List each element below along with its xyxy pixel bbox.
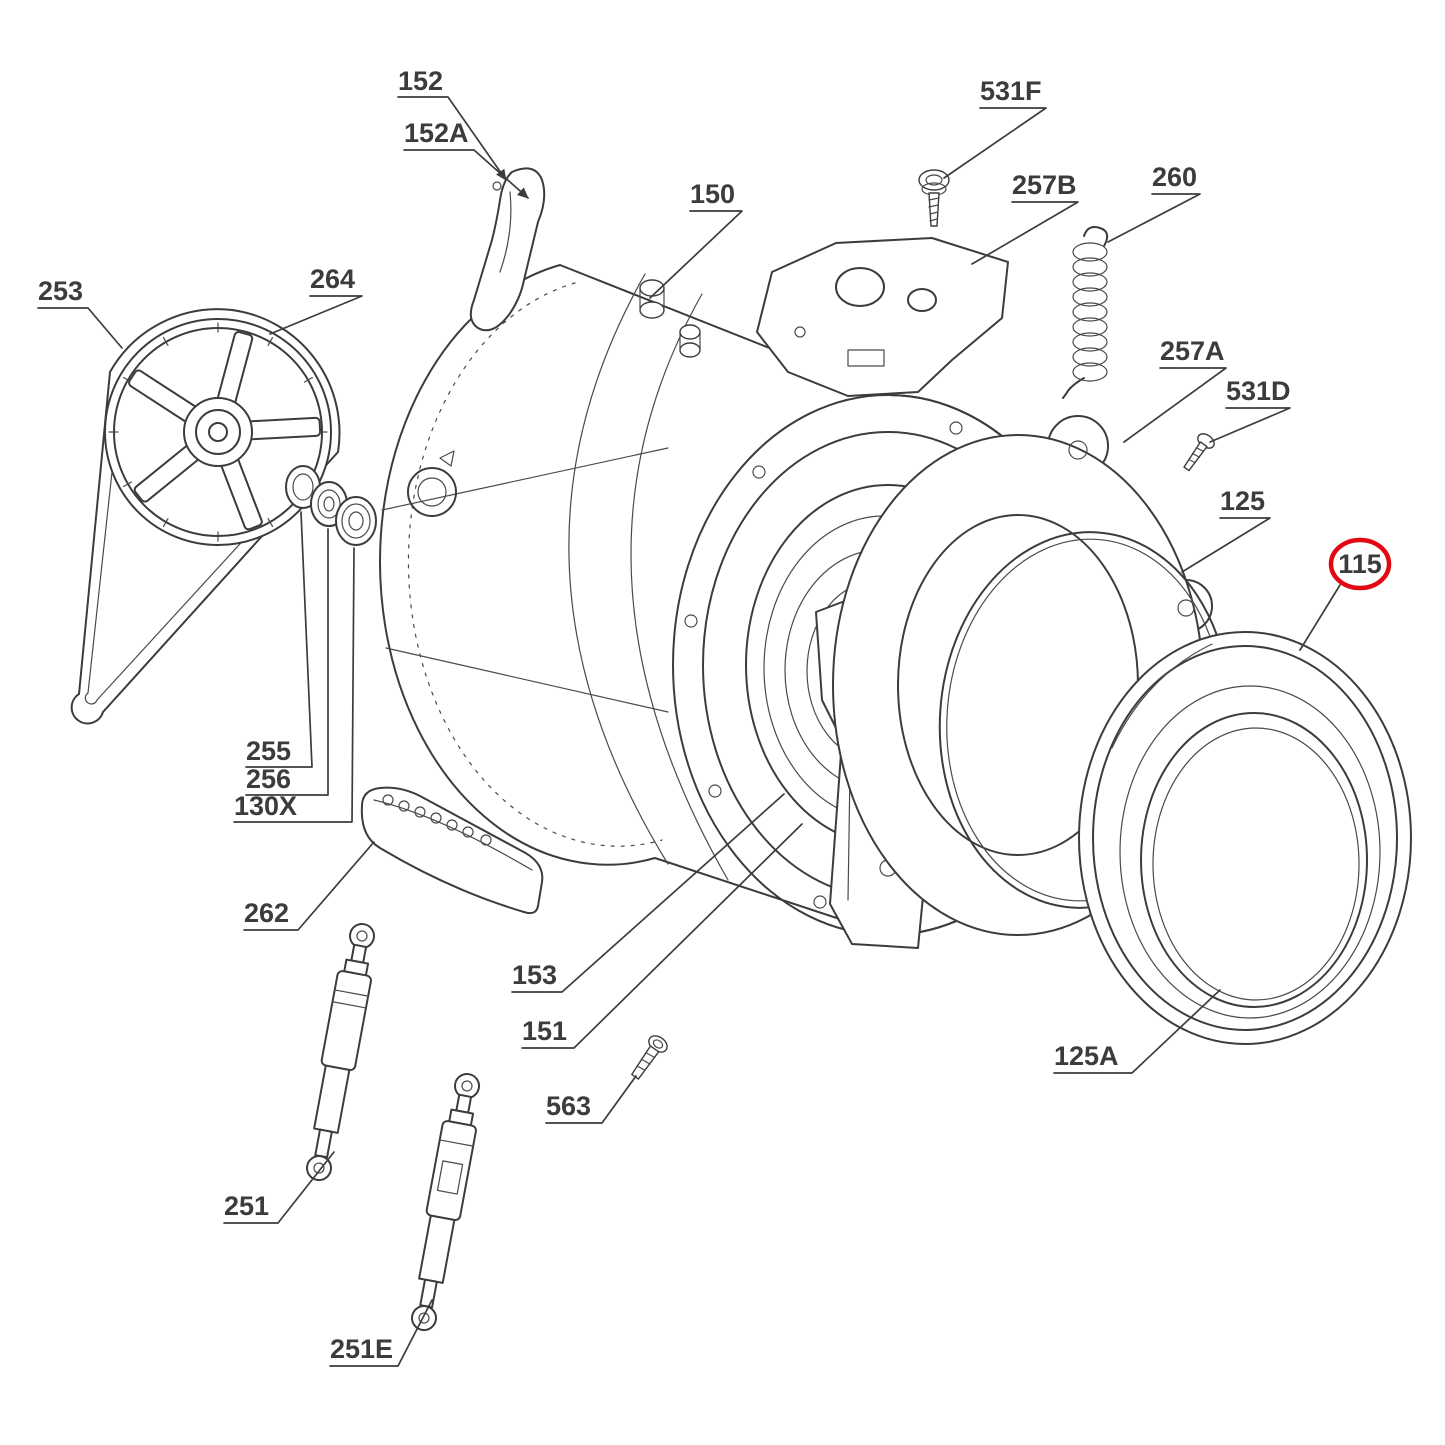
leader-256	[245, 528, 329, 796]
part-label-150: 150	[690, 179, 735, 209]
leader-130X	[233, 547, 355, 823]
leader-255	[245, 511, 313, 768]
leader-531F	[943, 107, 1047, 179]
highlighted-part-115[interactable]: 115	[1328, 537, 1392, 591]
hose-bracket	[469, 167, 546, 332]
door-seal	[1078, 631, 1412, 1045]
part-label-125A: 125A	[1054, 1041, 1119, 1071]
clamp-band-125A	[1119, 685, 1381, 1019]
part-label-255: 255	[246, 736, 291, 766]
leader-260	[1107, 193, 1201, 243]
part-labels: 152 152A 150 531F 257B 260 257A 531D 125…	[38, 66, 1291, 1364]
leader-153	[511, 793, 785, 993]
screw-531D	[1183, 433, 1215, 472]
screw-563	[631, 1035, 668, 1080]
leader-150	[649, 210, 743, 299]
top-counterweight-plate	[756, 237, 1009, 397]
highlight-circle	[1328, 537, 1392, 591]
leader-531D	[1209, 407, 1291, 443]
leader-151	[521, 823, 803, 1049]
part-label-531F: 531F	[980, 76, 1042, 106]
leader-lines	[37, 96, 1341, 1367]
part-label-151: 151	[522, 1016, 567, 1046]
leader-264	[269, 295, 363, 335]
part-label-152: 152	[398, 66, 443, 96]
shock-absorber-251	[305, 923, 375, 1182]
bracket-clip-152A	[492, 181, 502, 191]
part-label-257B: 257B	[1012, 170, 1077, 200]
part-label-253: 253	[38, 276, 83, 306]
part-label-257A: 257A	[1160, 336, 1225, 366]
part-label-262: 262	[244, 898, 289, 928]
part-label-563: 563	[546, 1091, 591, 1121]
tub-top-boss	[639, 279, 701, 358]
leader-257B	[971, 201, 1079, 265]
part-label-125: 125	[1220, 486, 1265, 516]
part-label-251: 251	[224, 1191, 269, 1221]
part-label-260: 260	[1152, 162, 1197, 192]
leader-563	[545, 1075, 637, 1124]
bearing-seal-rings	[285, 465, 377, 546]
leader-251E	[329, 1299, 433, 1367]
leader-125	[1181, 517, 1271, 573]
part-label-130X: 130X	[234, 791, 297, 821]
leader-115	[1299, 584, 1341, 651]
part-label-153: 153	[512, 960, 557, 990]
pulley-wheel	[104, 318, 332, 546]
suspension-spring	[1062, 226, 1109, 399]
shock-absorber-251E	[410, 1073, 480, 1332]
leader-257A	[1123, 367, 1227, 443]
leader-251	[223, 1151, 335, 1224]
leader-152	[397, 96, 507, 181]
part-label-256: 256	[246, 764, 291, 794]
leader-125A	[1053, 989, 1221, 1074]
part-label-152A: 152A	[404, 118, 469, 148]
part-label-251E: 251E	[330, 1334, 393, 1364]
leader-253	[37, 307, 123, 349]
perforated-strip	[360, 786, 544, 915]
leader-262	[243, 841, 375, 931]
part-label-531D: 531D	[1226, 376, 1291, 406]
screw-531F	[918, 169, 950, 227]
part-label-115: 115	[1338, 549, 1382, 579]
leader-152A	[403, 149, 529, 199]
part-label-264: 264	[310, 264, 355, 294]
